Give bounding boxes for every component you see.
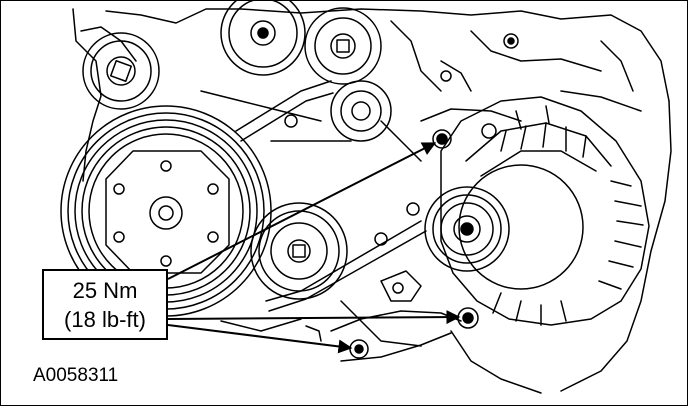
alternator [424,96,650,326]
upper-left-pulley [82,32,160,110]
bracket-bolt [349,339,369,359]
figure-code: A0058311 [33,365,119,386]
idler-pulley-lower [250,202,348,300]
leader-arrow-upper-bolt [167,142,437,280]
alternator-upper-bolt [432,129,452,149]
torque-nm-label: 25 Nm [72,278,138,303]
idler-pulley-upper [304,7,382,85]
tensioner-pulley [330,80,392,142]
alternator-lower-bolt [457,307,479,329]
water-pump-pulley [220,1,306,76]
torque-callout: 25 Nm (18 lb-ft) [42,269,168,340]
leader-arrow-lower-bolt [167,310,461,325]
callout-leader-lines [167,142,461,354]
engine-details [284,33,634,342]
leader-arrow-bracket-bolt [167,324,353,354]
torque-lbft-label: (18 lb-ft) [64,307,146,332]
